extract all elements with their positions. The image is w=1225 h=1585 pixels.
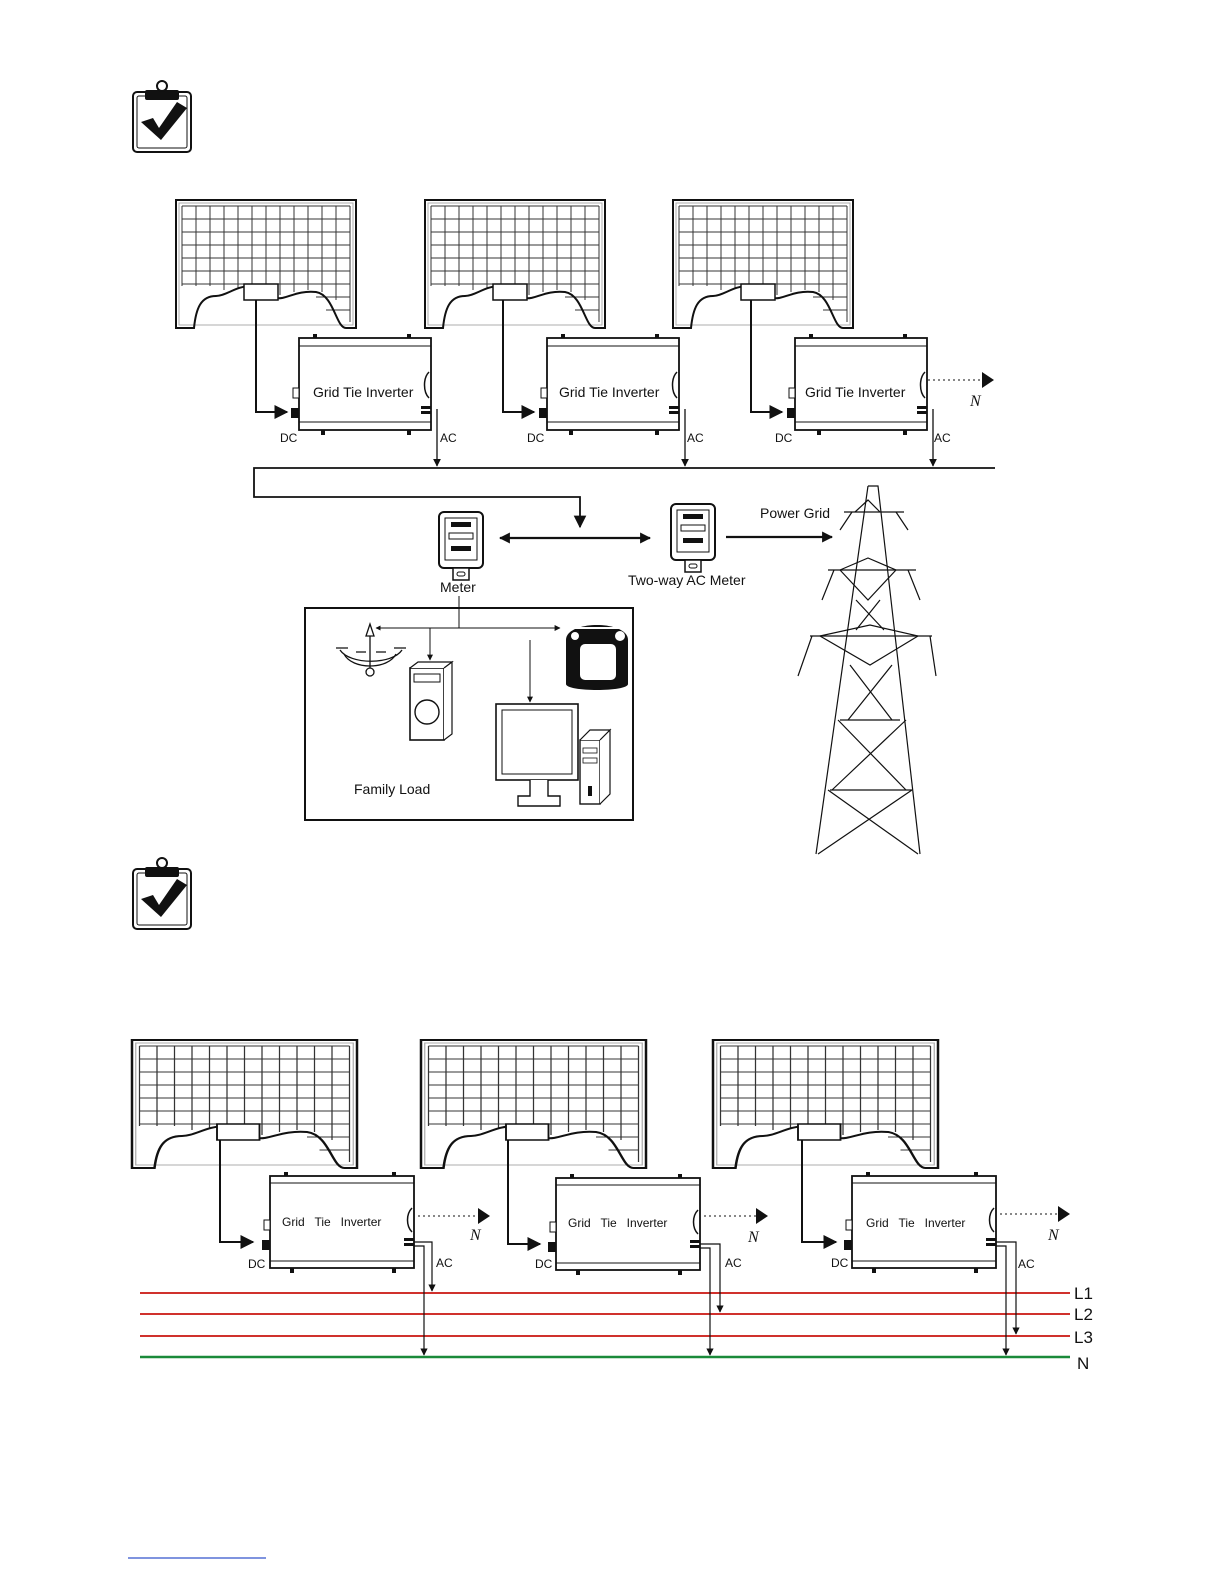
ac-label: AC — [1018, 1257, 1035, 1271]
meter-icon — [671, 504, 715, 572]
dc-label: DC — [535, 1257, 553, 1271]
clipboard-check-icon — [133, 858, 191, 929]
dc-label: DC — [831, 1256, 849, 1270]
bus-label-l2: L2 — [1074, 1305, 1093, 1324]
dc-label: DC — [775, 431, 793, 445]
meter-icon — [439, 512, 483, 580]
inverter-label: Grid Tie Inverter — [568, 1216, 667, 1230]
solar-panel-icon — [673, 200, 853, 328]
clipboard-check-icon — [133, 81, 191, 152]
neutral-label: N — [969, 393, 982, 410]
meter-label: Meter — [440, 579, 476, 595]
dc-label: DC — [248, 1257, 266, 1271]
family-load-label: Family Load — [354, 781, 430, 797]
neutral-label: N — [1047, 1227, 1060, 1244]
power-grid-label: Power Grid — [760, 505, 830, 521]
diagram-grid-tie-single-phase: Grid Tie Inverter Grid Tie Inverter Grid… — [176, 200, 995, 854]
ac-label: AC — [436, 1256, 453, 1270]
dc-label: DC — [527, 431, 545, 445]
neutral-label: N — [469, 1227, 482, 1244]
solar-panel-icon — [421, 1040, 646, 1168]
solar-panel-icon — [713, 1040, 938, 1168]
neutral-label: N — [747, 1229, 760, 1246]
rice-cooker-icon — [566, 625, 628, 690]
bus-label-n: N — [1077, 1354, 1089, 1373]
inverter-label: Grid Tie Inverter — [282, 1215, 381, 1229]
ac-label: AC — [687, 431, 704, 445]
inverter-label: Grid Tie Inverter — [866, 1216, 965, 1230]
ac-label: AC — [725, 1256, 742, 1270]
bus-label-l1: L1 — [1074, 1284, 1093, 1303]
dc-label: DC — [280, 431, 298, 445]
inverter-label: Grid Tie Inverter — [805, 384, 906, 400]
power-tower-icon — [798, 486, 936, 854]
solar-panel-icon — [132, 1040, 357, 1168]
inverter-label: Grid Tie Inverter — [559, 384, 660, 400]
inverter-label: Grid Tie Inverter — [313, 384, 414, 400]
solar-panel-icon — [425, 200, 605, 328]
ac-label: AC — [934, 431, 951, 445]
bus-label-l3: L3 — [1074, 1328, 1093, 1347]
ac-label: AC — [440, 431, 457, 445]
speaker-icon — [410, 662, 452, 740]
diagram-grid-tie-three-phase: Grid Tie Inverter Grid Tie Inverter Grid… — [132, 1040, 1093, 1373]
two-way-meter-label: Two-way AC Meter — [628, 572, 746, 588]
solar-panel-icon — [176, 200, 356, 328]
